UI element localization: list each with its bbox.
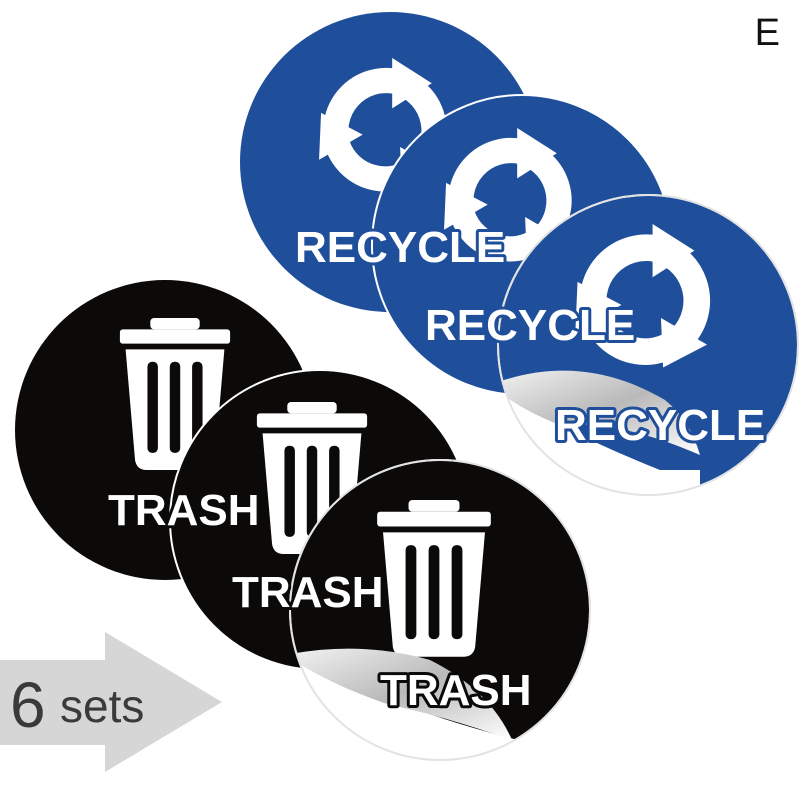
recycle-label: RECYCLE xyxy=(425,301,635,350)
trash-can-icon xyxy=(377,500,491,657)
recycle-label: RECYCLE xyxy=(555,401,765,450)
sets-badge: 6 sets xyxy=(0,632,222,772)
corner-letter: E xyxy=(754,12,780,54)
trash-label: TRASH xyxy=(232,568,384,617)
recycle-sticker-3 xyxy=(497,194,799,496)
trash-label: TRASH xyxy=(108,486,260,535)
sets-word: sets xyxy=(60,680,144,732)
recycle-label: RECYCLE xyxy=(295,223,505,272)
trash-label: TRASH xyxy=(380,666,532,715)
arrow-right-icon xyxy=(0,632,222,772)
sets-count: 6 xyxy=(10,669,46,741)
sticker-labels: RECYCLE RECYCLE RECYCLE TRASH TRASH TRAS… xyxy=(105,220,768,718)
